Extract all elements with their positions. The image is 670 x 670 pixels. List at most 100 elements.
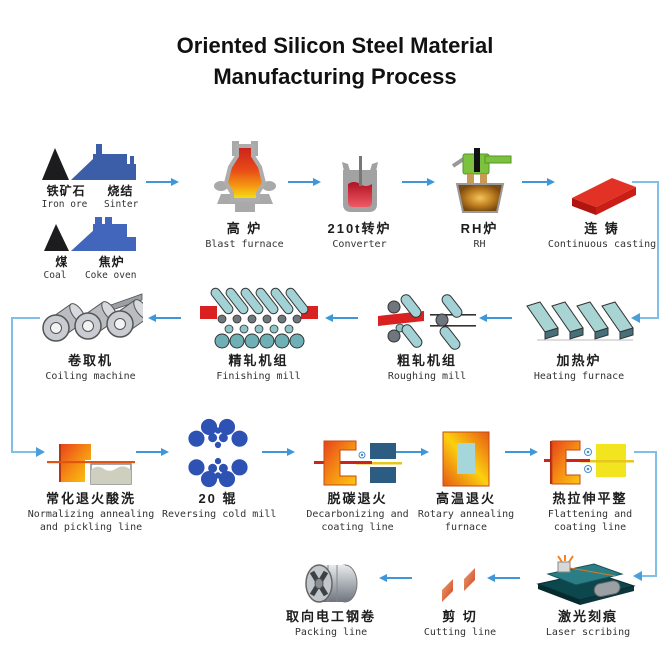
- rotary-annealing-label-en1: Rotary annealing: [417, 509, 515, 520]
- step-packing-line: 取向电工钢卷 Packing line: [272, 556, 390, 640]
- step-continuous-casting: 连 铸 Continuous casting: [538, 138, 666, 252]
- cutting-line-label-zh: 剪 切: [442, 609, 478, 624]
- step-converter: 210t转炉 Converter: [302, 138, 417, 252]
- step-decarbonizing-coating: 脱碳退火 Decarbonizing and coating line: [295, 426, 420, 534]
- packing-line-label-zh: 取向电工钢卷: [285, 609, 376, 624]
- step-roughing-mill: 粗轧机组 Roughing mill: [368, 286, 486, 384]
- flow-arrow-right: [288, 178, 321, 186]
- continuous-casting-icon: [538, 138, 666, 218]
- rh-furnace-icon: [422, 138, 537, 218]
- step-blast-furnace: 高 炉 Blast furnace: [182, 138, 307, 252]
- coiling-machine-label-zh: 卷取机: [67, 353, 113, 368]
- raw-labels2-en: Coal Coke oven: [25, 270, 155, 281]
- roughing-mill-label-zh: 粗轧机组: [396, 353, 457, 368]
- step-laser-scribing: 激光刻痕 Laser scribing: [528, 555, 648, 640]
- heating-furnace-label-zh: 加热炉: [556, 353, 602, 368]
- flow-arrow-left: [379, 574, 412, 582]
- step-rotary-annealing: 高温退火 Rotary annealing furnace: [410, 426, 522, 534]
- coal-coke-oven-icon: [25, 215, 155, 253]
- converter-icon: [302, 138, 417, 218]
- flow-arrow-right: [262, 448, 295, 456]
- laser-scribing-label-zh: 激光刻痕: [557, 609, 618, 624]
- sinter-label-zh: 烧结: [107, 184, 134, 198]
- heating-furnace-icon: [518, 286, 640, 350]
- coiling-machine-label-en: Coiling machine: [45, 371, 136, 382]
- reversing-cold-mill-icon: [162, 418, 274, 488]
- raw-labels-zh: 铁矿石 烧结: [25, 182, 155, 199]
- step-raw-materials: 铁矿石 烧结 Iron ore Sinter 煤 焦炉: [25, 142, 155, 281]
- raw-labels-en: Iron ore Sinter: [25, 199, 155, 210]
- blast-furnace-label-zh: 高 炉: [226, 221, 263, 236]
- coke-oven-label-en: Coke oven: [84, 270, 137, 281]
- converter-label-en: Converter: [332, 239, 387, 250]
- normalizing-label-en2: and pickling line: [39, 521, 143, 533]
- normalizing-label-zh: 常化退火酸洗: [45, 491, 136, 506]
- step-finishing-mill: 精轧机组 Finishing mill: [196, 286, 321, 384]
- normalizing-label-en1: Normalizing annealing: [27, 509, 155, 520]
- normalizing-pickling-icon: [22, 426, 160, 488]
- step-normalizing-pickling: 常化退火酸洗 Normalizing annealing and picklin…: [22, 426, 160, 534]
- rh-furnace-label-en: RH: [473, 239, 486, 250]
- laser-scribing-label-en: Laser scribing: [545, 627, 631, 638]
- iron-ore-label-en: Iron ore: [41, 199, 88, 210]
- diagram-title: Oriented Silicon Steel Material Manufact…: [0, 30, 670, 92]
- roughing-mill-label-en: Roughing mill: [387, 371, 467, 382]
- continuous-casting-label-zh: 连 铸: [584, 221, 620, 236]
- sinter-label-en: Sinter: [104, 199, 139, 210]
- laser-scribing-icon: [528, 555, 648, 606]
- cutting-line-icon: [412, 556, 508, 606]
- iron-ore-sinter-icon: [25, 142, 155, 182]
- rh-furnace-label-zh: RH炉: [460, 221, 499, 236]
- roughing-mill-icon: [368, 286, 486, 350]
- coal-label-en: Coal: [43, 270, 67, 281]
- flow-arrow-left: [148, 314, 181, 322]
- iron-ore-label-zh: 铁矿石: [46, 184, 86, 198]
- flattening-label-en1: Flattening and: [547, 509, 633, 520]
- title-line-1: Oriented Silicon Steel Material: [176, 33, 494, 58]
- connector-down-left: [11, 317, 45, 457]
- coiling-machine-icon: [28, 286, 153, 350]
- flow-arrow-right: [402, 178, 435, 186]
- cutting-line-label-en: Cutting line: [423, 627, 497, 638]
- heating-furnace-label-en: Heating furnace: [533, 371, 625, 382]
- flow-arrow-right: [146, 178, 179, 186]
- blast-furnace-label-en: Blast furnace: [205, 239, 284, 250]
- raw-labels2-zh: 煤 焦炉: [25, 253, 155, 270]
- cold-mill-label-en: Reversing cold mill: [162, 509, 277, 520]
- packing-line-icon: [272, 556, 390, 606]
- flow-arrow-left: [479, 314, 512, 322]
- title-line-2: Manufacturing Process: [213, 64, 457, 89]
- packing-line-label-en: Packing line: [294, 627, 368, 638]
- step-rh-furnace: RH炉 RH: [422, 138, 537, 252]
- step-heating-furnace: 加热炉 Heating furnace: [518, 286, 640, 384]
- coal-label-zh: 煤: [55, 255, 69, 269]
- decarbonizing-coating-icon: [295, 426, 420, 488]
- rotary-annealing-icon: [410, 426, 522, 488]
- decarbonizing-label-zh: 脱碳退火: [327, 491, 388, 506]
- flow-arrow-right: [505, 448, 538, 456]
- blast-furnace-icon: [182, 138, 307, 218]
- rotary-annealing-label-en2: furnace: [444, 521, 488, 533]
- connector-down-right-2: [633, 451, 657, 581]
- step-reversing-cold-mill: 20 辊 Reversing cold mill: [162, 418, 277, 522]
- flattening-label-en2: coating line: [553, 521, 627, 533]
- flow-arrow-right: [136, 448, 169, 456]
- finishing-mill-icon: [196, 286, 321, 350]
- rotary-annealing-label-zh: 高温退火: [435, 491, 496, 506]
- flow-arrow-right: [522, 178, 555, 186]
- flow-arrow-left: [325, 314, 358, 322]
- flattening-label-zh: 热拉伸平整: [552, 491, 628, 506]
- finishing-mill-label-en: Finishing mill: [216, 371, 301, 382]
- cold-mill-label-zh: 20 辊: [198, 491, 238, 506]
- coke-oven-label-zh: 焦炉: [98, 255, 125, 269]
- finishing-mill-label-zh: 精轧机组: [228, 353, 289, 368]
- step-flattening-coating: 热拉伸平整 Flattening and coating line: [530, 426, 650, 534]
- converter-label-zh: 210t转炉: [327, 221, 392, 236]
- step-coiling-machine: 卷取机 Coiling machine: [28, 286, 153, 384]
- decarbonizing-label-en1: Decarbonizing and: [306, 509, 409, 520]
- flow-arrow-right: [396, 448, 429, 456]
- step-cutting-line: 剪 切 Cutting line: [412, 556, 508, 640]
- flattening-coating-icon: [530, 426, 650, 488]
- connector-down-right-1: [631, 181, 659, 323]
